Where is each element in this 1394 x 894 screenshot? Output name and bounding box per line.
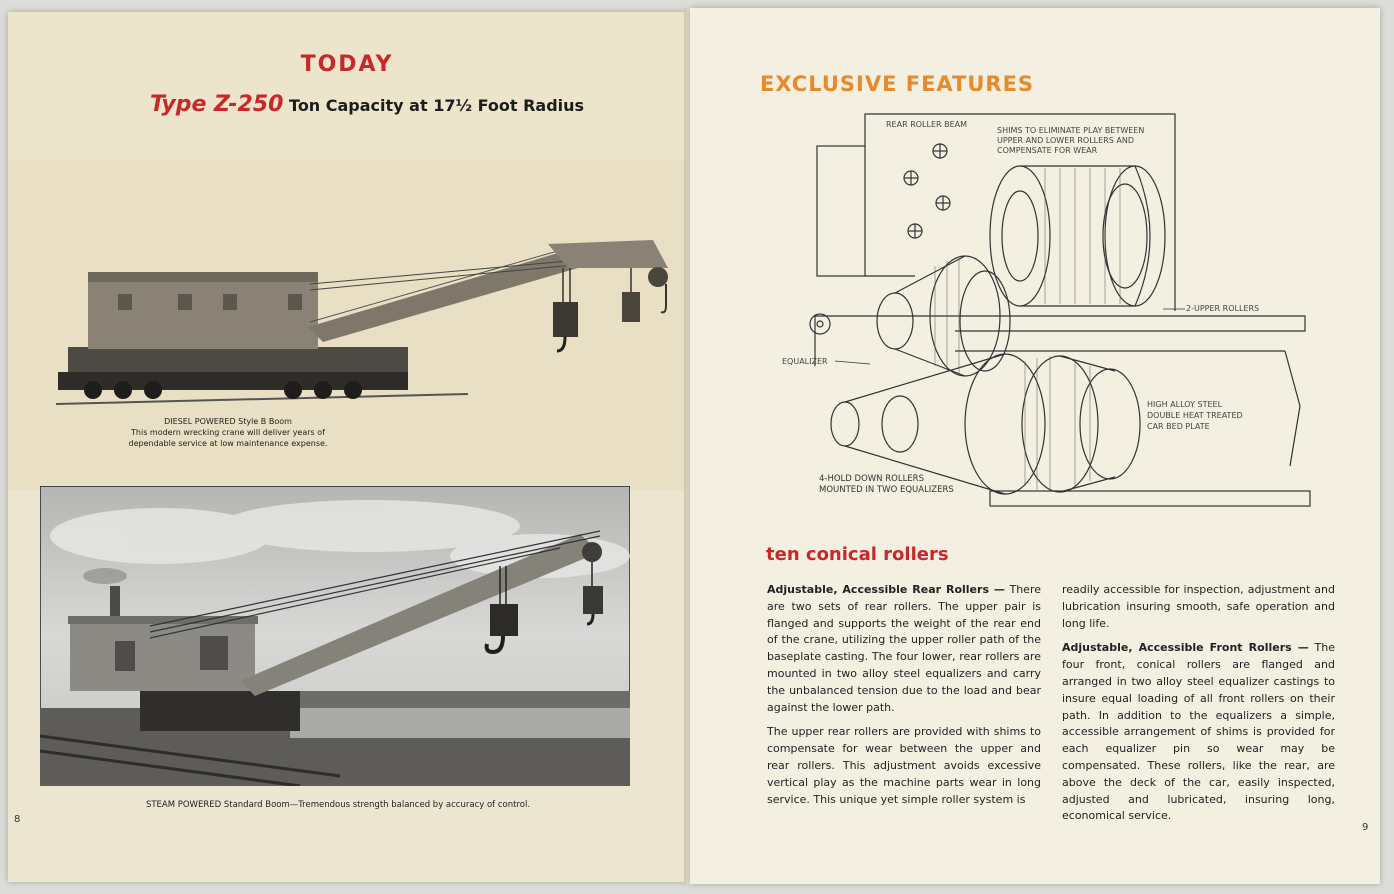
left-page: TODAY Type Z-250 Ton Capacity at 17½ Foo… [8, 12, 686, 882]
ten-conical-rollers-heading: ten conical rollers [766, 544, 949, 565]
photo1-caption-line3: dependable service at low maintenance ex… [128, 439, 328, 448]
label-shims-line1: SHIMS TO ELIMINATE PLAY BETWEEN [997, 126, 1145, 135]
heading-model: Type Z-250 [150, 92, 284, 117]
label-bed-plate: HIGH ALLOY STEEL DOUBLE HEAT TREATED CAR… [1147, 399, 1243, 432]
photo1-caption-title: DIESEL POWERED Style B Boom [164, 417, 292, 426]
photo1-caption-line2: This modern wrecking crane will deliver … [131, 428, 325, 437]
roller-diagram [809, 113, 1311, 507]
label-bed-plate-line2: DOUBLE HEAT TREATED [1147, 411, 1243, 420]
left-page-header-band [8, 12, 686, 160]
front-rollers-heading: Adjustable, Accessible Front Rollers — [1062, 641, 1309, 655]
label-shims-line3: COMPENSATE FOR WEAR [997, 146, 1098, 155]
right-page: EXCLUSIVE FEATURES [690, 8, 1380, 884]
book-spine [684, 8, 694, 884]
label-hold-down-line2: MOUNTED IN TWO EQUALIZERS [819, 485, 954, 495]
diesel-crane-photo [55, 240, 668, 405]
label-bed-plate-line1: HIGH ALLOY STEEL [1147, 400, 1223, 409]
page-number-left: 8 [14, 814, 21, 825]
steam-crane-photo [40, 486, 630, 786]
label-equalizer: EQUALIZER [782, 357, 828, 366]
page-number-right: 9 [1362, 822, 1369, 833]
heading-model-line: Type Z-250 Ton Capacity at 17½ Foot Radi… [150, 92, 584, 117]
photo1-caption: DIESEL POWERED Style B Boom This modern … [98, 416, 358, 449]
label-hold-down-line1: 4-HOLD DOWN ROLLERS [819, 474, 924, 484]
label-shims: SHIMS TO ELIMINATE PLAY BETWEEN UPPER AN… [997, 126, 1144, 156]
text-column-right: readily accessible for inspection, adjus… [1062, 582, 1335, 833]
rear-rollers-heading: Adjustable, Accessible Rear Rollers — [767, 583, 1005, 596]
label-shims-line2: UPPER AND LOWER ROLLERS AND [997, 136, 1134, 145]
heading-capacity: Ton Capacity at 17½ Foot Radius [283, 96, 585, 115]
label-rear-roller-beam: REAR ROLLER BEAM [886, 120, 968, 129]
photo2-caption: STEAM POWERED Standard Boom—Tremendous s… [145, 800, 531, 810]
front-rollers-para1: The four front, conical rollers are flan… [1062, 641, 1335, 823]
rear-rollers-para3: readily accessible for inspection, adjus… [1062, 583, 1335, 630]
label-upper-rollers: 2-UPPER ROLLERS [1186, 304, 1260, 313]
exclusive-features-heading: EXCLUSIVE FEATURES [760, 72, 1035, 96]
text-column-left: Adjustable, Accessible Rear Rollers — Th… [767, 582, 1041, 816]
heading-today: TODAY [300, 52, 394, 77]
label-bed-plate-line3: CAR BED PLATE [1147, 422, 1210, 431]
rear-rollers-para2: The upper rear rollers are provided with… [767, 725, 1041, 806]
label-hold-down-rollers: 4-HOLD DOWN ROLLERS MOUNTED IN TWO EQUAL… [819, 474, 954, 496]
rear-rollers-para1: There are two sets of rear rollers. The … [767, 583, 1041, 714]
